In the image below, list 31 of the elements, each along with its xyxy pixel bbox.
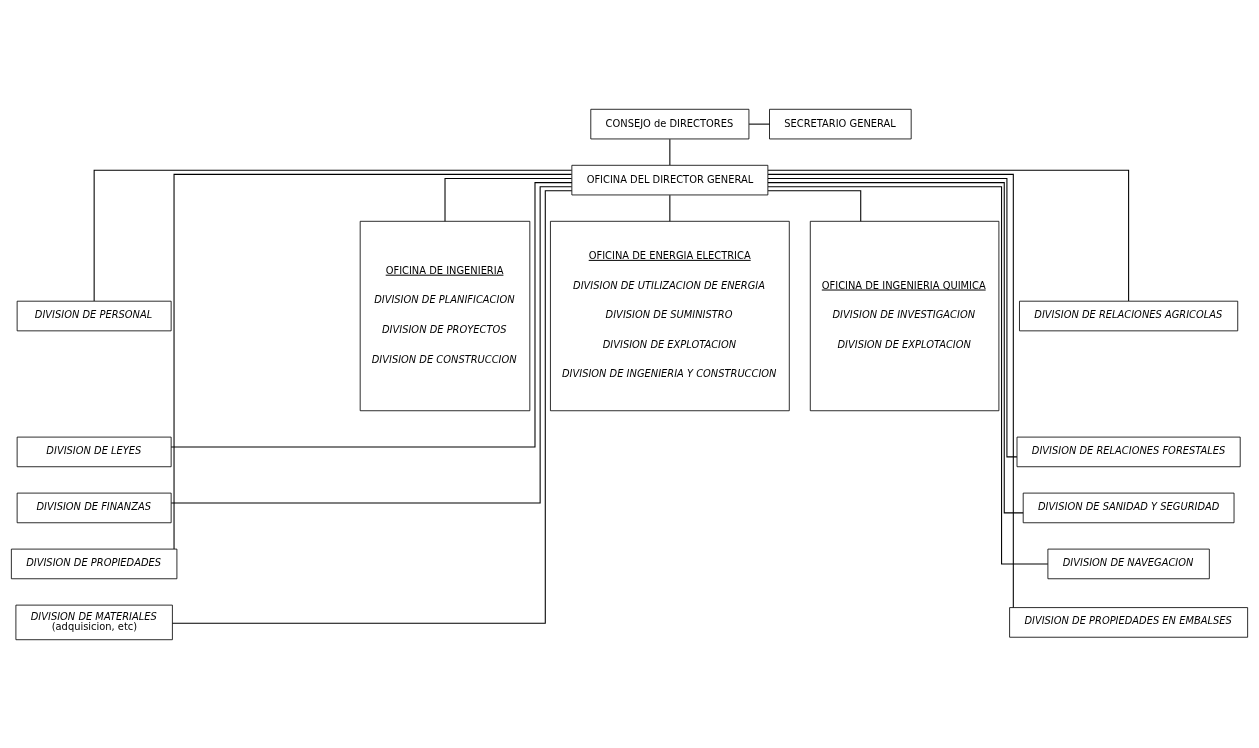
node-box: DIVISION DE FINANZAS xyxy=(16,492,172,523)
node-box: DIVISION DE PROPIEDADES EN EMBALSES xyxy=(1009,606,1249,638)
node-box: OFICINA DE ENERGIA ELECTRICA DIVISION DE UTILIZACION DE ENERGIA DIVISION DE SUMINISTRO DIVISION DE EXPLOTACION DIVISION DE INGENIERIA Y CONSTRUCCION xyxy=(550,220,790,411)
node-box: DIVISION DE LEYES xyxy=(16,436,172,467)
node-box: OFICINA DEL DIRECTOR GENERAL xyxy=(571,164,769,195)
connector xyxy=(669,194,671,222)
connector xyxy=(767,177,1018,457)
connector xyxy=(171,189,573,624)
node-box: DIVISION DE RELACIONES FORESTALES xyxy=(1016,436,1241,467)
node-box: DIVISION DE PROPIEDADES xyxy=(10,548,178,579)
connector xyxy=(170,181,573,447)
node-box: DIVISION DE MATERIALES (adquisicion, etc) xyxy=(15,604,173,640)
node-box: DIVISION DE PERSONAL xyxy=(16,300,172,331)
connector xyxy=(767,173,1014,608)
connector xyxy=(173,173,573,549)
connector xyxy=(748,123,770,125)
node-box: CONSEJO de DIRECTORES xyxy=(590,108,750,139)
connector xyxy=(767,189,862,222)
connector xyxy=(444,177,573,222)
node-box: OFICINA DE INGENIERIA DIVISION DE PLANIFICACION DIVISION DE PROYECTOS DIVISION DE CONSTRUCCION xyxy=(359,220,531,411)
node-box: DIVISION DE RELACIONES AGRICOLAS xyxy=(1019,300,1239,331)
node-box: OFICINA DE INGENIERIA QUIMICA DIVISION DE INVESTIGACION DIVISION DE EXPLOTACION xyxy=(809,220,1000,411)
connector xyxy=(767,169,1130,301)
node-box: SECRETARIO GENERAL xyxy=(769,108,912,139)
connector xyxy=(767,185,1049,564)
node-box: DIVISION DE SANIDAD Y SEGURIDAD xyxy=(1022,492,1235,523)
connector xyxy=(170,185,573,503)
connector xyxy=(767,181,1024,513)
node-box: DIVISION DE NAVEGACION xyxy=(1047,548,1210,579)
connector xyxy=(93,169,573,301)
connector xyxy=(669,138,671,166)
